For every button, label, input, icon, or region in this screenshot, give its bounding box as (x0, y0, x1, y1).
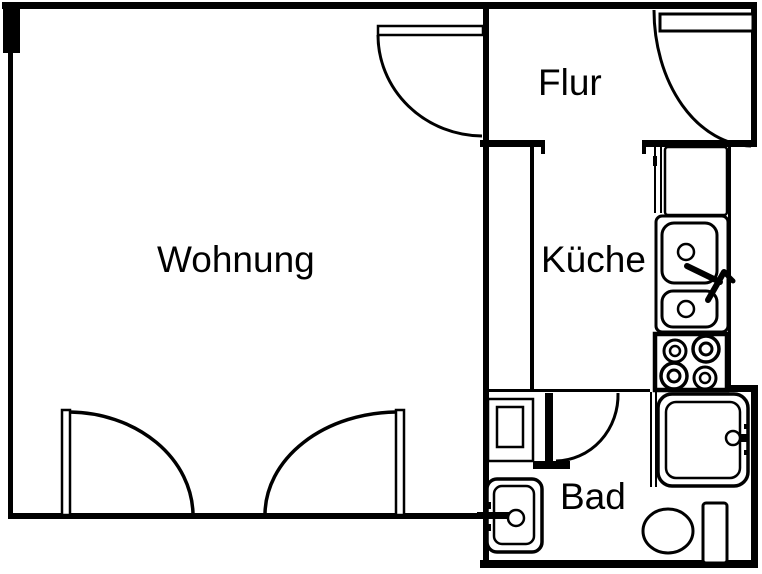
kitchen-faucet-spout (705, 269, 727, 303)
balcony-door-leaf-left (60, 408, 72, 517)
wall-flur-kueche-right (642, 140, 755, 147)
bathtub-faucet-knob (724, 429, 742, 447)
bathtub-faucet-stem (738, 434, 749, 442)
stove-icon (652, 331, 730, 393)
burner-top-right-inner (698, 341, 714, 357)
bathroom-fixtures (477, 392, 750, 565)
wall-bottom-wohnung (8, 513, 488, 519)
bad-top-boundary-line (483, 389, 650, 392)
burner-bottom-right-inner (698, 371, 712, 385)
wall-flur-kueche-left (480, 140, 545, 147)
wall-bad-door-stub (533, 461, 570, 469)
bathtub-niche-line-outer (650, 392, 652, 487)
wall-right-flur (751, 2, 757, 147)
kitchen-sink-icon (654, 214, 736, 334)
burner-bottom-right-outer (692, 365, 718, 391)
wall-bad-bottom (480, 560, 758, 568)
kitchen-fixtures (652, 145, 736, 393)
washbasin-icon (477, 477, 544, 554)
bad-door-swing-arc (555, 392, 620, 463)
entrance-door-leaf (658, 12, 755, 33)
label-bad: Bad (560, 476, 626, 517)
wall-top (2, 2, 757, 9)
label-flur: Flur (538, 62, 602, 103)
apartment-entrance-door (652, 9, 755, 148)
bathtub-icon (656, 392, 750, 488)
label-wohnung: Wohnung (157, 239, 315, 280)
burner-top-left-inner (668, 344, 682, 358)
washing-machine-icon (486, 397, 535, 463)
kitchen-faucet-lever (684, 263, 723, 285)
kitchen-sink-drain-lower (676, 299, 696, 319)
washbasin-faucet-handle (506, 508, 526, 528)
washing-machine-door (495, 405, 525, 449)
toilet-bowl (641, 507, 695, 555)
wall-kueche-left (530, 147, 534, 392)
wohnung-door-leaf (376, 24, 485, 37)
toilet-icon (641, 501, 729, 565)
bad-door-leaf (545, 393, 553, 463)
balcony-door-arc-right (263, 410, 397, 515)
washbasin-tap-dot-top (483, 502, 491, 509)
burner-bottom-left-inner (666, 368, 682, 384)
kitchen-sink-basin-upper (660, 221, 719, 285)
kitchen-side-panel-line1 (654, 147, 656, 213)
balcony-door-arc-left (69, 410, 195, 515)
kitchen-side-panel-latch (653, 156, 657, 166)
walls (2, 2, 758, 568)
kitchen-faucet-mount (723, 271, 736, 284)
balcony-door-leaf-right (394, 408, 406, 517)
bathtub-faucet-dot-top (744, 424, 749, 429)
wall-left (8, 2, 13, 519)
doorjamb-left (541, 147, 545, 154)
doorjamb-right (642, 147, 646, 154)
wohnung-door-swing-arc (376, 34, 483, 138)
pillar-top-left (3, 3, 20, 53)
burner-bottom-left-outer (659, 361, 689, 391)
kitchen-cabinet-icon (663, 145, 729, 217)
wall-bad-right (751, 385, 758, 568)
bad-door (545, 392, 620, 463)
kitchen-sink-drain-upper (676, 242, 696, 262)
wall-wohnung-flur (483, 2, 489, 566)
entrance-door-swing-arc (652, 9, 752, 148)
wall-bad-top-stub (728, 385, 758, 392)
balcony-double-door (60, 408, 406, 517)
bathtub-faucet-dot-bottom (744, 450, 749, 455)
washbasin-faucet-arm (477, 512, 511, 519)
wohnung-door (376, 24, 485, 138)
washbasin-tap-dot-bottom (483, 524, 491, 531)
kitchen-side-panel-line2 (660, 147, 662, 213)
kitchen-sink-basin-lower (660, 289, 719, 329)
bathtub-niche-line-inner (655, 392, 657, 487)
label-kueche: Küche (541, 239, 646, 280)
burner-top-right-outer (691, 334, 721, 364)
toilet-cistern (701, 501, 729, 565)
